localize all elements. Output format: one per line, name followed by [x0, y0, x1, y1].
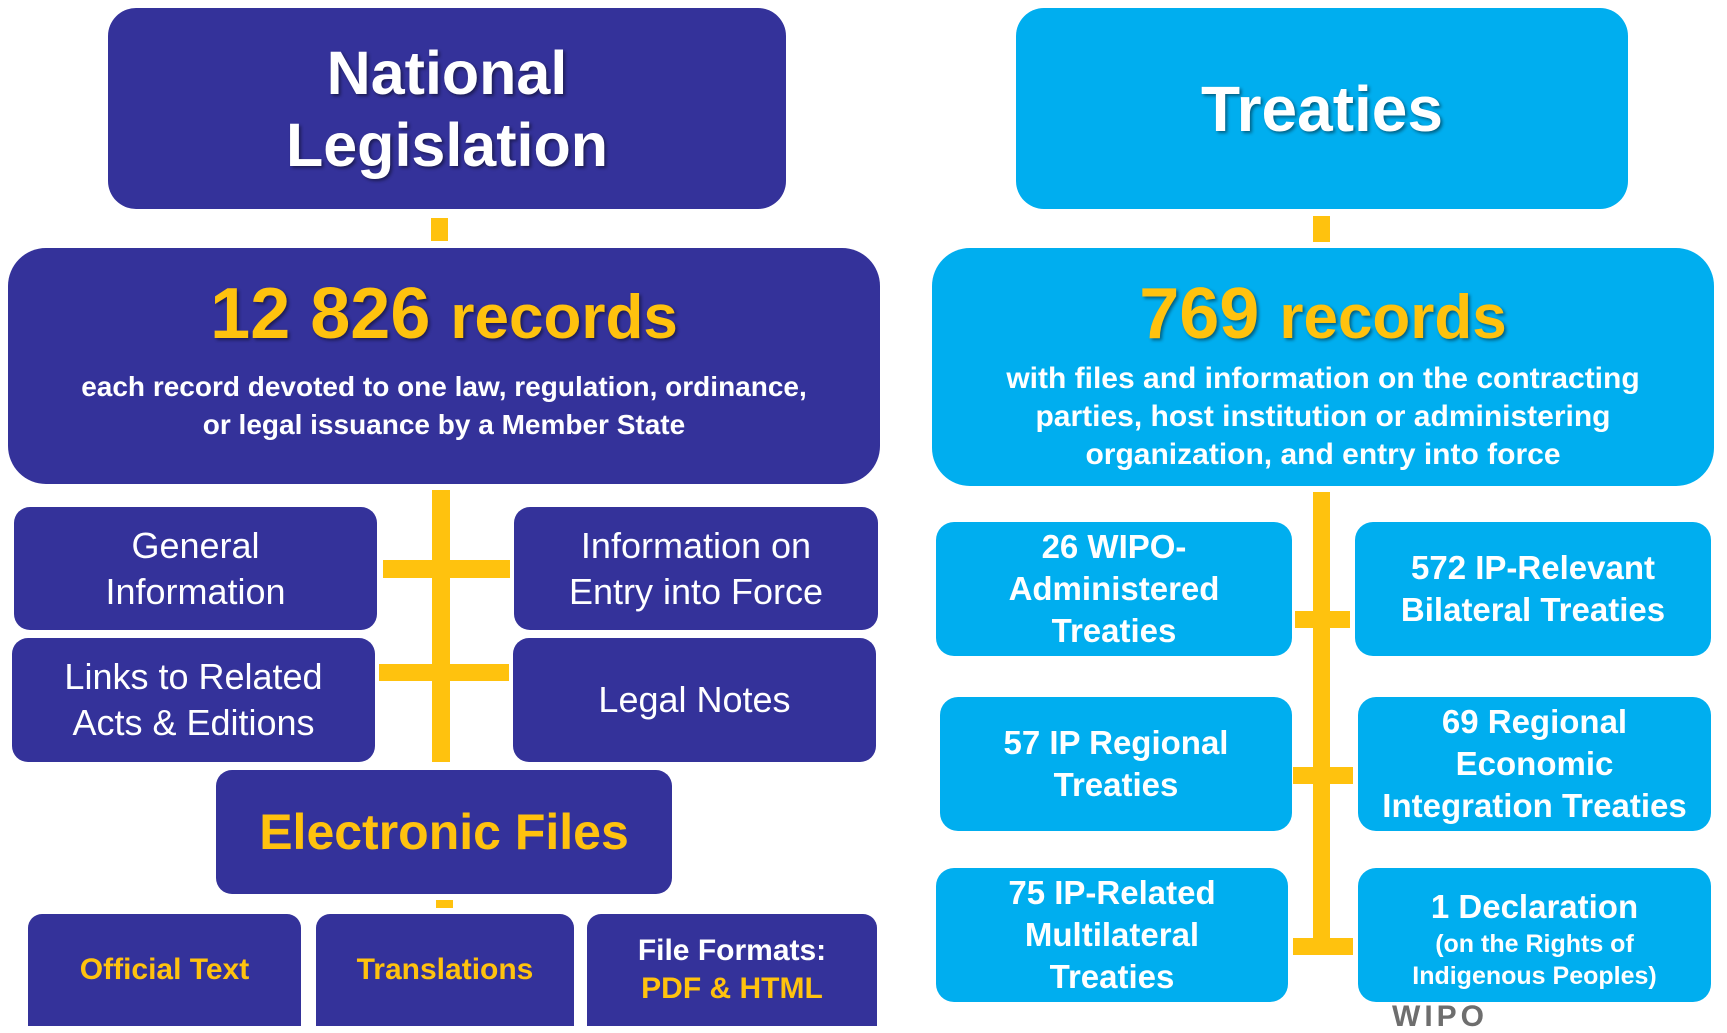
connector-right-row2 — [1293, 767, 1353, 784]
wipo-administered-line2: Administered — [1008, 570, 1220, 607]
general-information-line2: Information — [105, 570, 286, 612]
multilateral-treaties-line1: 75 IP-Related — [1008, 874, 1216, 911]
electronic-files-label: Electronic Files — [259, 804, 629, 860]
entry-into-force-line1: Information on — [580, 524, 812, 566]
bilateral-treaties-line1: 572 IP-Relevant — [1411, 549, 1655, 586]
official-text-box: Official Text — [28, 914, 301, 1026]
connector-right-vertical — [1313, 492, 1330, 945]
regional-treaties-line1: 57 IP Regional — [1003, 724, 1229, 761]
connector-electronic-files — [436, 900, 453, 908]
entry-into-force-line2: Entry into Force — [568, 570, 824, 612]
national-records-unit: records — [450, 283, 678, 352]
national-legislation-title-line1: National — [326, 38, 568, 107]
translations-box: Translations — [316, 914, 574, 1026]
wipo-logo: WIPO — [1392, 1000, 1488, 1033]
declaration-box: 1 Declaration (on the Rights of Indigeno… — [1358, 868, 1711, 1002]
bilateral-treaties-line2: Bilateral Treaties — [1400, 591, 1666, 628]
wipo-administered-line1: 26 WIPO- — [1041, 528, 1187, 565]
legal-notes-box: Legal Notes — [513, 638, 876, 762]
connector-right-row3 — [1293, 938, 1353, 955]
treaties-records-count: 769 records — [1139, 272, 1507, 360]
legal-notes-label: Legal Notes — [598, 679, 791, 720]
treaties-records-desc-line2: parties, host institution or administeri… — [1035, 400, 1611, 433]
translations-label: Translations — [356, 953, 534, 986]
national-records-number: 12 826 — [210, 274, 431, 354]
economic-integration-line2: Economic — [1455, 745, 1614, 782]
treaties-records-number: 769 — [1139, 274, 1260, 354]
connector-left-vertical — [432, 490, 450, 762]
links-related-acts-line2: Acts & Editions — [72, 702, 315, 743]
declaration-line2: (on the Rights of — [1435, 930, 1634, 958]
file-formats-label: File Formats: — [637, 934, 827, 967]
connector-left-row2 — [379, 664, 509, 681]
treaties-header: Treaties — [1016, 8, 1628, 209]
links-related-acts-line1: Links to Related — [64, 656, 323, 697]
connector-left-row1 — [383, 560, 510, 578]
national-records-desc-line2: or legal issuance by a Member State — [202, 409, 686, 440]
regional-treaties-box: 57 IP Regional Treaties — [940, 697, 1292, 831]
bilateral-treaties-box: 572 IP-Relevant Bilateral Treaties — [1355, 522, 1711, 656]
regional-treaties-line2: Treaties — [1053, 766, 1179, 803]
treaties-title: Treaties — [1201, 72, 1443, 145]
treaties-records-desc-line3: organization, and entry into force — [1085, 438, 1561, 471]
links-related-acts-box: Links to Related Acts & Editions — [12, 638, 375, 762]
electronic-files-box: Electronic Files — [216, 770, 672, 894]
official-text-label: Official Text — [79, 953, 250, 986]
national-records-desc-line1: each record devoted to one law, regulati… — [81, 371, 807, 402]
treaties-records-unit: records — [1279, 283, 1507, 352]
multilateral-treaties-box: 75 IP-Related Multilateral Treaties — [936, 868, 1288, 1002]
wipo-administered-line3: Treaties — [1051, 612, 1177, 649]
national-records-box: 12 826 records each record devoted to on… — [8, 248, 880, 484]
economic-integration-line1: 69 Regional — [1441, 703, 1628, 740]
file-formats-box: File Formats: PDF & HTML — [587, 914, 877, 1026]
economic-integration-line3: Integration Treaties — [1382, 787, 1687, 824]
national-legislation-header: National Legislation — [108, 8, 786, 209]
declaration-line3: Indigenous Peoples) — [1412, 962, 1657, 990]
entry-into-force-box: Information on Entry into Force — [514, 507, 878, 630]
national-records-count: 12 826 records — [210, 270, 678, 362]
economic-integration-treaties-box: 69 Regional Economic Integration Treatie… — [1358, 697, 1711, 831]
treaties-records-box: 769 records with files and information o… — [932, 248, 1714, 486]
national-legislation-title-line2: Legislation — [286, 110, 608, 179]
multilateral-treaties-line3: Treaties — [1049, 958, 1175, 995]
connector-right-row1 — [1295, 611, 1350, 628]
declaration-line1: 1 Declaration — [1430, 888, 1639, 925]
connector-left-top — [431, 218, 448, 241]
connector-right-top — [1313, 216, 1330, 242]
file-formats-value: PDF & HTML — [641, 972, 823, 1005]
multilateral-treaties-line2: Multilateral — [1024, 916, 1200, 953]
wipo-administered-treaties-box: 26 WIPO- Administered Treaties — [936, 522, 1292, 656]
general-information-line1: General — [131, 524, 260, 566]
treaties-records-desc-line1: with files and information on the contra… — [1006, 362, 1640, 395]
general-information-box: General Information — [14, 507, 377, 630]
